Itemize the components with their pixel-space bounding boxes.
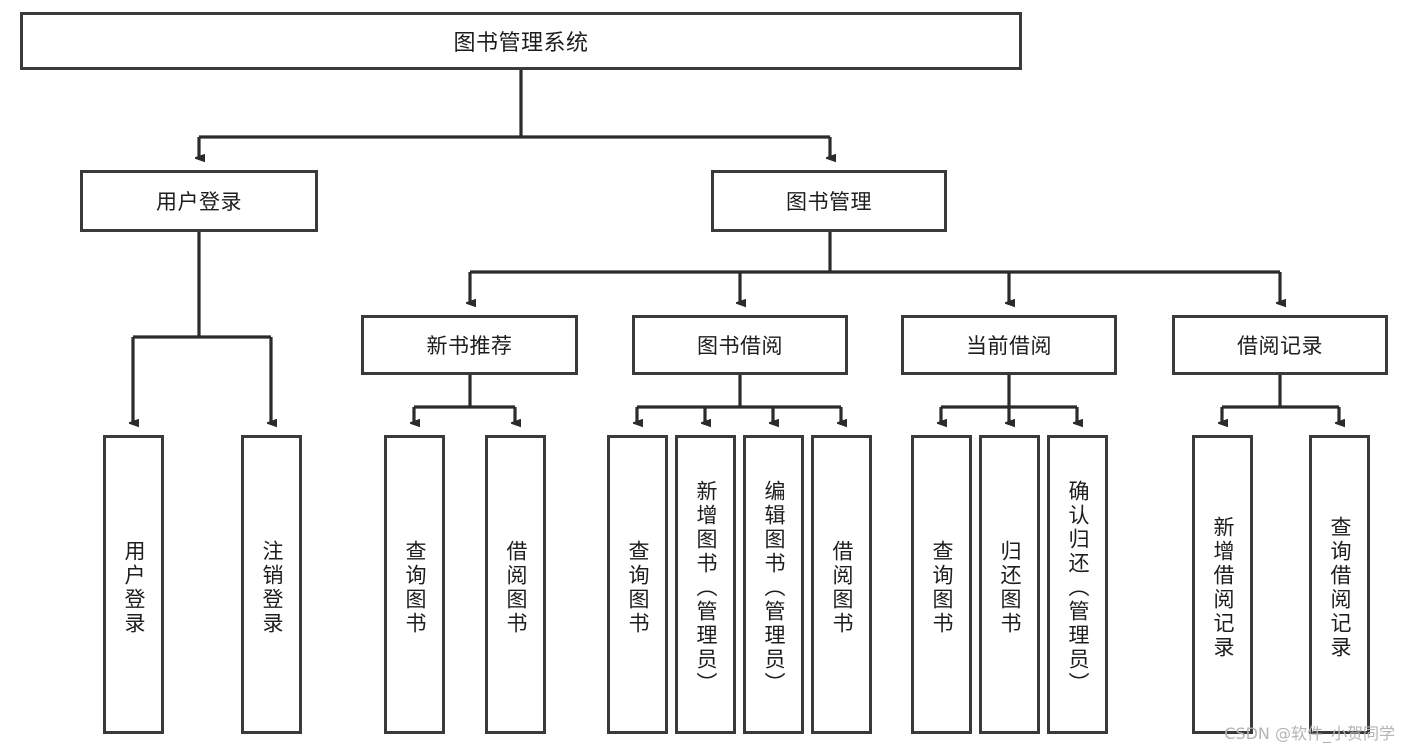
leaf-add-book-admin[interactable]: 新增图书（管理员） [675,435,736,734]
leaf-query-borrow-record[interactable]: 查询借阅记录 [1309,435,1370,734]
leaf-confirm-return-admin[interactable]: 确认归还（管理员） [1047,435,1108,734]
node-label: 借阅记录 [1237,334,1323,358]
node-label: 图书管理 [786,190,872,214]
node-label: 借阅图书 [504,539,528,636]
node-label: 确认归还（管理员） [1066,479,1090,696]
node-new-book-recommendation[interactable]: 新书推荐 [361,315,578,375]
node-label: 用户登录 [122,539,146,636]
node-label: 新增图书（管理员） [694,479,718,696]
node-label: 归还图书 [998,539,1022,636]
leaf-query-books-current[interactable]: 查询图书 [911,435,972,734]
node-book-borrowing[interactable]: 图书借阅 [632,315,848,375]
node-label: 图书借阅 [697,334,783,358]
leaf-edit-book-admin[interactable]: 编辑图书（管理员） [743,435,804,734]
node-label: 注销登录 [260,539,284,636]
leaf-borrow-books-recommendation[interactable]: 借阅图书 [485,435,546,734]
node-book-management[interactable]: 图书管理 [711,170,947,232]
leaf-add-borrow-record[interactable]: 新增借阅记录 [1192,435,1253,734]
node-label: 查询图书 [930,539,954,636]
leaf-query-books-borrowing[interactable]: 查询图书 [607,435,668,734]
leaf-query-books-recommendation[interactable]: 查询图书 [384,435,445,734]
node-label: 借阅图书 [830,539,854,636]
leaf-logout[interactable]: 注销登录 [241,435,302,734]
leaf-return-books[interactable]: 归还图书 [979,435,1040,734]
node-label: 查询图书 [403,539,427,636]
leaf-borrow-books-borrowing[interactable]: 借阅图书 [811,435,872,734]
node-borrowing-records[interactable]: 借阅记录 [1172,315,1388,375]
node-label: 新增借阅记录 [1211,515,1235,660]
node-label: 图书管理系统 [453,31,589,56]
node-label: 当前借阅 [966,334,1052,358]
node-label: 新书推荐 [426,334,513,358]
node-label: 查询图书 [626,539,650,636]
node-label: 编辑图书（管理员） [762,479,786,696]
csdn-watermark: CSDN @软件_小贺同学 [1224,724,1395,743]
node-root-book-management-system[interactable]: 图书管理系统 [20,12,1022,70]
node-label: 查询借阅记录 [1328,515,1352,660]
node-label: 用户登录 [156,190,242,214]
node-user-login[interactable]: 用户登录 [80,170,318,232]
leaf-user-login[interactable]: 用户登录 [103,435,164,734]
node-current-borrowing[interactable]: 当前借阅 [901,315,1117,375]
